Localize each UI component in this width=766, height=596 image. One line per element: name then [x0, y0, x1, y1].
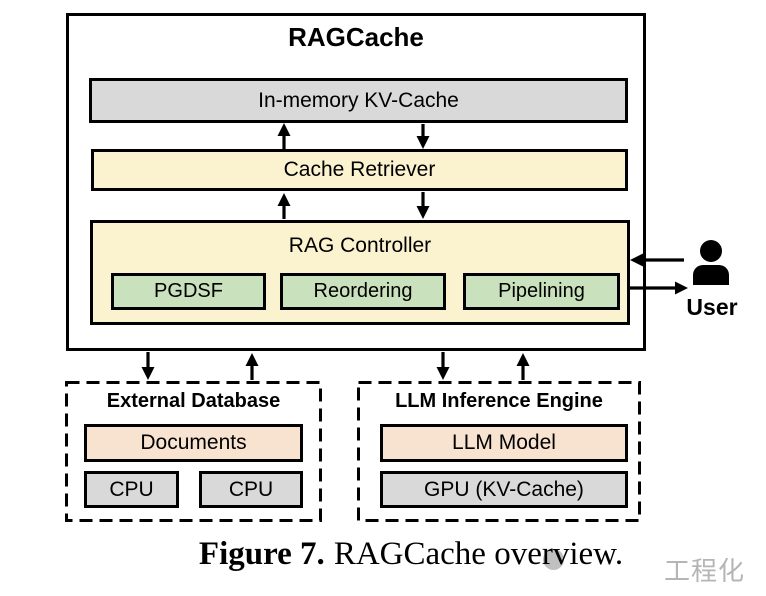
cpu-box-2: CPU	[199, 471, 303, 508]
reordering-module-box: Reordering	[280, 273, 446, 310]
cpu-box-1: CPU	[84, 471, 179, 508]
user-icon	[693, 240, 729, 285]
gpu-kv-cache-label: GPU (KV-Cache)	[424, 477, 584, 501]
pipelining-label: Pipelining	[498, 280, 585, 302]
pgdsf-label: PGDSF	[154, 280, 223, 302]
cache-retriever-label: Cache Retriever	[283, 158, 436, 181]
watermark-logo-icon	[543, 549, 564, 570]
pgdsf-module-box: PGDSF	[111, 273, 266, 310]
in-memory-kv-cache-label: In-memory KV-Cache	[258, 88, 459, 112]
external-database-title: External Database	[106, 390, 281, 412]
arrow-system-to-llm-engine	[436, 352, 450, 380]
llm-model-label: LLM Model	[452, 431, 556, 454]
documents-label: Documents	[140, 431, 247, 454]
arrow-database-to-system	[245, 353, 259, 380]
reordering-label: Reordering	[313, 280, 413, 302]
in-memory-kv-cache-box: In-memory KV-Cache	[89, 78, 628, 123]
rag-controller-box: RAG Controller PGDSF Reordering Pipelini…	[90, 220, 630, 325]
llm-model-box: LLM Model	[380, 424, 628, 462]
watermark-text: 工程化	[664, 556, 746, 586]
cpu-label-1: CPU	[109, 477, 154, 501]
user-label: User	[686, 294, 738, 320]
external-database-box: External Database Documents CPU CPU	[65, 381, 322, 522]
llm-inference-engine-dashed-border	[357, 381, 641, 522]
arrow-system-to-database	[141, 352, 155, 380]
cpu-label-2: CPU	[228, 477, 274, 501]
llm-inference-engine-title: LLM Inference Engine	[395, 390, 603, 412]
llm-inference-engine-box: LLM Inference Engine LLM Model GPU (KV-C…	[357, 381, 641, 522]
figure-caption-number: Figure 7.	[198, 536, 325, 572]
diagram-title: RAGCache	[288, 22, 424, 52]
gpu-kv-cache-box: GPU (KV-Cache)	[380, 471, 628, 508]
pipelining-module-box: Pipelining	[463, 273, 620, 310]
rag-controller-label: RAG Controller	[288, 234, 432, 257]
external-database-dashed-border	[65, 381, 322, 522]
cache-retriever-box: Cache Retriever	[91, 149, 628, 191]
documents-box: Documents	[84, 424, 303, 462]
arrow-llm-engine-to-system	[516, 353, 530, 380]
figure-caption: Figure 7.RAGCache overview.	[56, 536, 766, 573]
figure-caption-text: RAGCache overview.	[333, 536, 624, 572]
